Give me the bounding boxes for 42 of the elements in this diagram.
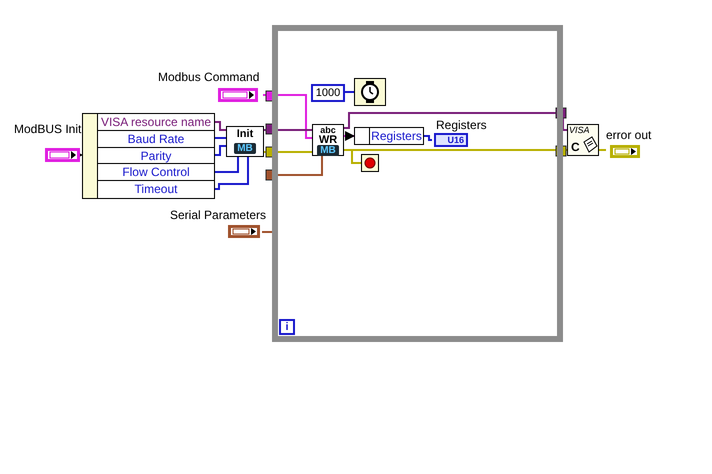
subvi-title: WR: [318, 135, 338, 145]
subvi-title: VISA: [569, 125, 590, 135]
terminal-label: ModBUS Init: [14, 122, 82, 136]
subvi-node: [312, 124, 344, 156]
wait-function-node: [354, 78, 386, 106]
unbundle-by-name-node: [354, 127, 424, 145]
wire: [424, 135, 432, 141]
indicator-label: Registers: [436, 118, 487, 132]
wire: [344, 149, 361, 164]
terminal: [14, 122, 82, 164]
wire: [345, 91, 354, 93]
cluster-element-name: Baud Rate: [98, 130, 214, 148]
cluster-element-name: Parity: [98, 148, 214, 164]
wire: [599, 149, 606, 151]
subvi-tag: MB: [234, 143, 256, 154]
terminal-label: Serial Parameters: [170, 208, 266, 222]
wire: [344, 131, 355, 141]
subvi-title: Init: [236, 129, 254, 139]
wire: [215, 145, 226, 156]
wire: [215, 137, 226, 139]
wire: [215, 121, 226, 131]
while-loop-frame: [272, 25, 563, 342]
cluster-element-name: Registers: [370, 128, 423, 144]
stop-terminal: [361, 154, 379, 172]
subvi-node: [567, 124, 599, 156]
wire: [81, 154, 83, 156]
wire: [215, 157, 239, 173]
terminal-label: Modbus Command: [158, 70, 260, 84]
subvi-node: [226, 126, 264, 157]
wire: [344, 112, 567, 131]
cluster-element-name: Timeout: [134, 181, 178, 198]
subvi-title: abc: [320, 125, 336, 135]
indicator-terminal: U16: [434, 133, 468, 147]
loop-iteration-terminal: i: [279, 319, 295, 335]
terminal-label: error out: [606, 128, 652, 142]
cluster-element-name: VISA resource name: [98, 114, 214, 131]
wire: [215, 157, 249, 190]
numeric-constant: 1000: [311, 84, 345, 102]
cluster-element-name: Flow Control: [98, 164, 214, 182]
unbundle-by-name-node: [82, 113, 215, 199]
subvi-tag: MB: [317, 145, 339, 156]
subvi-title: C: [571, 141, 580, 154]
